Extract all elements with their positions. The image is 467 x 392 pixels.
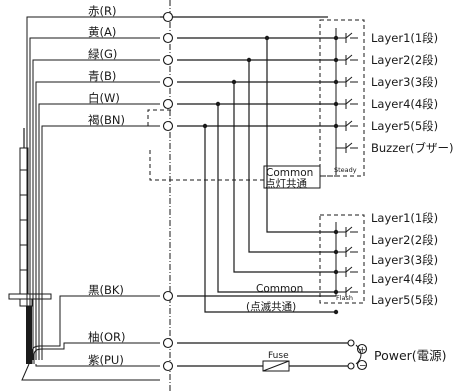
flash-common-en: Common [256, 283, 303, 295]
steady-common-en: Common [266, 167, 313, 179]
power-minus-terminal [347, 362, 355, 370]
steady-common-return [149, 150, 264, 181]
branch-layer5 [204, 126, 336, 313]
flash-layer3-label: Layer3(3段) [371, 253, 438, 267]
wire-label-brown: 褐(BN) [88, 113, 125, 127]
wire-label-purple: 紫(PU) [88, 353, 124, 367]
steady-bracket [319, 19, 365, 177]
steady-layer2-label: Layer2(2段) [371, 53, 438, 67]
minus-sign: − [359, 362, 367, 372]
flash-layer1-label: Layer1(1段) [371, 211, 438, 225]
wire-label-orange: 柚(OR) [88, 330, 126, 344]
branch-layer4 [217, 104, 336, 293]
minus-sign-circle [356, 359, 368, 371]
power-plus-terminal [347, 339, 355, 347]
plus-sign-circle [356, 343, 368, 355]
power-bracket [355, 344, 362, 365]
flash-layer2-label: Layer2(2段) [371, 233, 438, 247]
flash-common-jp: (点滅共通) [246, 301, 296, 313]
buzzer-label: Buzzer(ブザー) [371, 141, 454, 155]
fuse-symbol [262, 360, 290, 372]
flash-tag: Flash [336, 294, 353, 302]
steady-common-box [263, 165, 321, 189]
steady-contacts [336, 32, 358, 153]
branch-layer2 [248, 60, 336, 253]
flash-bracket [319, 214, 365, 304]
wire-label-black: 黒(BK) [88, 283, 124, 297]
fuse-label: Fuse [268, 351, 289, 361]
steady-tag: Steady [334, 166, 357, 174]
steady-common-jp: 点灯共通 [265, 178, 307, 190]
steady-layer1-label: Layer1(1段) [371, 31, 438, 45]
wire-label-blue: 青(B) [88, 69, 116, 83]
steady-layer5-label: Layer5(5段) [371, 119, 438, 133]
flash-contacts [336, 226, 358, 297]
wire-label-amber: 黄(A) [88, 25, 116, 39]
terminal-column [162, 11, 174, 372]
connector-dash [147, 109, 174, 126]
steady-layer3-label: Layer3(3段) [371, 75, 438, 89]
flash-layer4-label: Layer4(4段) [371, 272, 438, 286]
plus-sign: + [359, 346, 367, 356]
wire-label-red: 赤(R) [88, 4, 116, 18]
cable-bundle [21, 16, 160, 381]
wire-label-white: 白(W) [88, 91, 120, 105]
wire-label-green: 緑(G) [88, 47, 117, 61]
branch-layer1 [266, 38, 336, 233]
flash-layer5-label: Layer5(5段) [371, 293, 438, 307]
steady-layer4-label: Layer4(4段) [371, 97, 438, 111]
power-label: Power(電源) [374, 348, 447, 363]
branch-layer3 [233, 82, 336, 273]
